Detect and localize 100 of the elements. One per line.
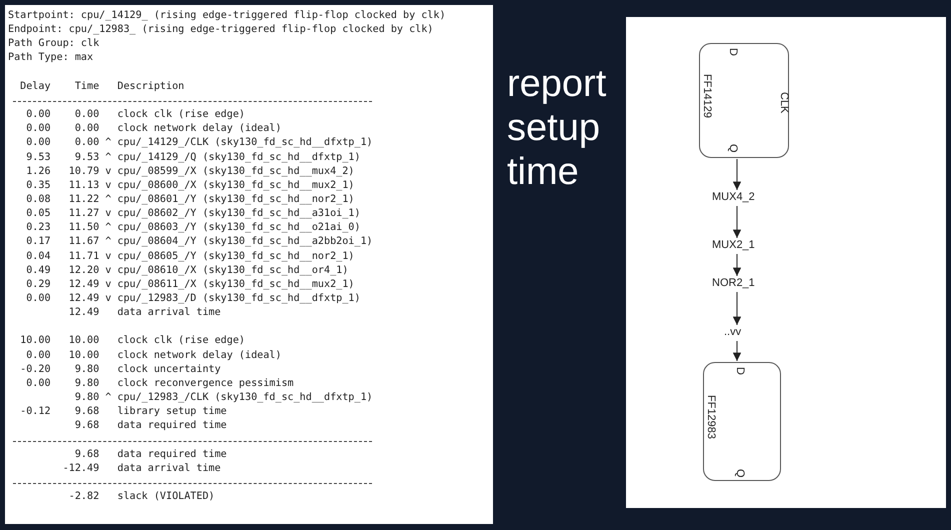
description-text: data required time [117, 419, 227, 432]
delay-value: 0.29 [26, 278, 51, 291]
time-value: 9.80 [74, 362, 100, 376]
gate-label: ..vv [724, 326, 742, 338]
description-text: clock clk (rise edge) [117, 334, 245, 348]
report-header-line: Startpoint: cpu/_14129_ (rising edge-triggered flip-flop clocked by clk) [8, 9, 446, 22]
description-text: cpu/_12983_/CLK (sky130_fd_sc_hd__dfxtp_1) [117, 391, 373, 404]
column-header: Time [74, 80, 100, 93]
description-text: cpu/_08610_/X (sky130_fd_sc_hd__or4_1) [117, 264, 348, 277]
delay-value: 1.26 [26, 164, 51, 178]
transition-mark: ^ [105, 221, 112, 234]
time-value: 9.80 [74, 376, 100, 390]
gate-label: MUX2_1 [712, 239, 755, 251]
cell-name: FF12983 [705, 395, 716, 440]
time-value: 9.68 [74, 405, 100, 418]
time-value: 11.27 [68, 207, 100, 220]
flip-flop-box [703, 362, 781, 481]
gate-label: MUX4_2 [712, 191, 755, 203]
arrow [732, 159, 742, 190]
delay-value: -0.20 [20, 362, 51, 376]
description-text: cpu/_08599_/X (sky130_fd_sc_hd__mux4_2) [117, 164, 354, 178]
cell-name: FF14129 [701, 74, 712, 118]
time-value: -12.49 [62, 462, 100, 475]
transition-mark: v [105, 250, 112, 263]
delay-value: 0.00 [26, 122, 51, 136]
delay-value: 9.53 [26, 150, 51, 164]
delay-value: 0.00 [26, 292, 51, 305]
transition-mark: v [105, 164, 112, 178]
description-text: clock reconvergence pessimism [117, 376, 294, 390]
delay-value: 0.00 [26, 136, 51, 150]
time-value: 11.22 [68, 192, 100, 206]
description-text: cpu/_08603_/Y (sky130_fd_sc_hd__o21ai_0) [117, 221, 360, 234]
time-value: 9.68 [74, 448, 100, 461]
description-text: cpu/_08611_/X (sky130_fd_sc_hd__mux2_1) [117, 278, 354, 291]
time-value: 9.80 [74, 391, 100, 404]
gate-label: NOR2_1 [712, 277, 755, 289]
delay-value: 10.00 [20, 334, 51, 348]
transition-mark: ^ [105, 391, 112, 404]
column-header: Description [117, 80, 184, 93]
time-value: 10.00 [68, 334, 100, 348]
time-value: 11.50 [68, 221, 100, 234]
delay-value: 0.35 [26, 178, 51, 192]
description-text: cpu/_14129_/Q (sky130_fd_sc_hd__dfxtp_1) [117, 150, 360, 164]
delay-value: 0.23 [26, 221, 51, 234]
time-value: 11.13 [68, 178, 100, 192]
delay-value: 0.00 [26, 376, 51, 390]
pin-label: D [727, 48, 738, 56]
delay-value: 0.49 [26, 264, 51, 277]
time-value: 10.79 [68, 164, 100, 178]
arrow [732, 341, 742, 361]
time-value: 0.00 [74, 122, 100, 136]
delay-value: -0.12 [20, 405, 51, 418]
flip-flop-box [699, 43, 789, 158]
description-text: cpu/_08604_/Y (sky130_fd_sc_hd__a2bb2oi_1) [117, 235, 373, 248]
delay-value: 0.00 [26, 108, 51, 122]
transition-mark: v [105, 292, 112, 305]
pin-label: CLK [778, 92, 789, 114]
pin-label: Q [734, 469, 745, 478]
description-text: clock uncertainty [117, 362, 221, 376]
time-value: 12.49 [68, 278, 100, 291]
time-value: 11.71 [68, 250, 100, 263]
transition-mark: ^ [105, 150, 112, 164]
description-text: clock clk (rise edge) [117, 108, 245, 122]
delay-value: 0.05 [26, 207, 51, 220]
time-value: 9.68 [74, 419, 100, 432]
description-text: cpu/_12983_/D (sky130_fd_sc_hd__dfxtp_1) [117, 292, 360, 305]
report-header-line: Path Type: max [8, 51, 94, 64]
delay-value: 0.17 [26, 235, 51, 248]
report-header-line: Endpoint: cpu/_12983_ (rising edge-triggered flip-flop clocked by clk) [8, 23, 434, 36]
arrow [732, 254, 742, 276]
arrow [732, 206, 742, 238]
time-value: 12.49 [68, 292, 100, 305]
description-text: data arrival time [117, 306, 221, 320]
slide-title: report setup time [507, 62, 608, 194]
delay-value: 0.00 [26, 348, 51, 362]
description-text: cpu/_08605_/Y (sky130_fd_sc_hd__nor2_1) [117, 250, 354, 263]
column-header: Delay [20, 80, 51, 93]
description-text: slack (VIOLATED) [117, 490, 215, 504]
transition-mark: v [105, 278, 112, 291]
time-value: 0.00 [74, 136, 100, 150]
time-value: 9.53 [74, 150, 100, 164]
pin-label: Q [727, 144, 738, 153]
description-text: library setup time [117, 405, 227, 418]
time-value: 0.00 [74, 108, 100, 122]
description-text: clock network delay (ideal) [117, 348, 282, 362]
time-value: 12.49 [68, 306, 100, 320]
transition-mark: v [105, 178, 112, 192]
description-text: cpu/_08602_/Y (sky130_fd_sc_hd__a31oi_1) [117, 207, 360, 220]
report-header-line: Path Group: clk [8, 37, 100, 50]
transition-mark: ^ [105, 192, 112, 206]
arrow [732, 292, 742, 325]
description-text: cpu/_14129_/CLK (sky130_fd_sc_hd__dfxtp_1) [117, 136, 373, 150]
transition-mark: ^ [105, 235, 112, 248]
transition-mark: v [105, 207, 112, 220]
time-value: 10.00 [68, 348, 100, 362]
time-value: -2.82 [68, 490, 100, 504]
pin-label: D [734, 367, 745, 375]
time-value: 11.67 [68, 235, 100, 248]
transition-mark: v [105, 264, 112, 277]
transition-mark: ^ [105, 136, 112, 150]
